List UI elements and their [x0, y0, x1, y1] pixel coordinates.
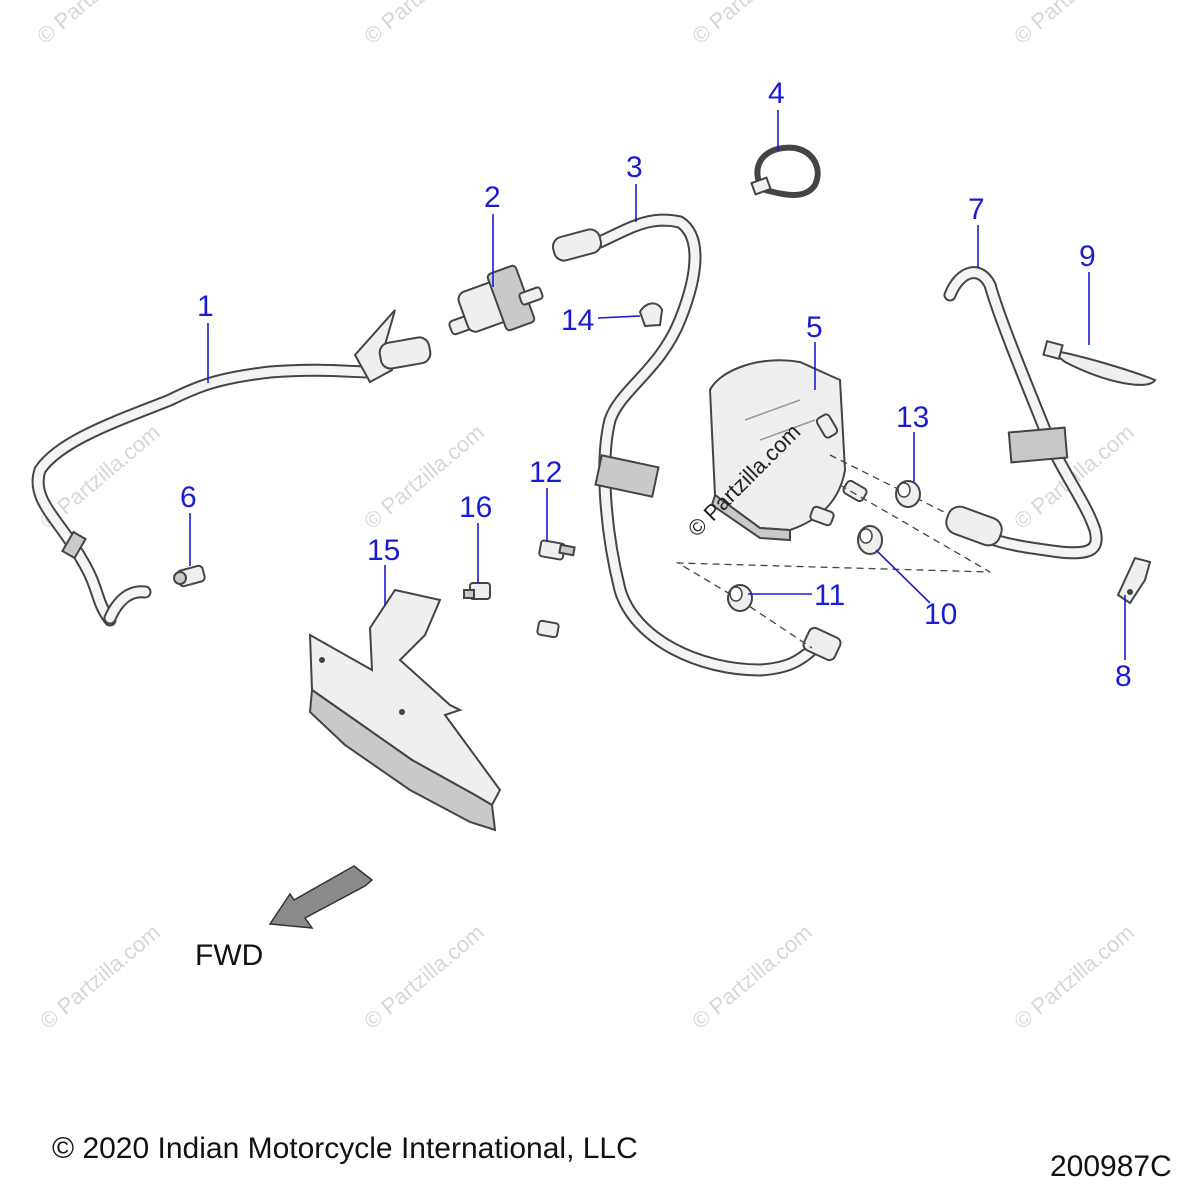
part-11-cap	[727, 584, 753, 612]
watermark: © Partzilla.com	[35, 919, 165, 1033]
callout-9: 9	[1079, 240, 1096, 273]
callout-15: 15	[367, 534, 400, 567]
callout-14: 14	[561, 304, 594, 337]
callout-16: 16	[459, 491, 492, 524]
copyright-notice: © 2020 Indian Motorcycle International, …	[52, 1132, 638, 1165]
callout-5: 5	[806, 311, 823, 344]
callout-11: 11	[814, 579, 845, 612]
part-16-bolt	[463, 582, 491, 600]
part-5-evap-canister: © Partzilla.com	[683, 359, 868, 542]
forward-arrow: FWD	[195, 865, 374, 972]
callout-7: 7	[968, 193, 985, 226]
watermark: © Partzilla.com	[1009, 919, 1139, 1033]
part-6-fitting	[173, 564, 206, 588]
callout-4: 4	[768, 77, 785, 110]
part-14-clip	[638, 302, 664, 328]
alignment-lines	[675, 454, 991, 649]
part-10-cap	[857, 525, 883, 555]
watermark: © Partzilla.com	[1009, 0, 1139, 49]
part-7-hose	[943, 266, 1103, 560]
watermark: © Partzilla.com	[687, 0, 817, 49]
watermark: © Partzilla.com	[359, 0, 489, 49]
part-4-clamp	[750, 144, 821, 198]
callouts: 1 2 3 4 5 6 7 8 9 10 11 12 13 14 15 16	[180, 77, 1132, 693]
part-15-heat-shield	[308, 588, 502, 832]
callout-6: 6	[180, 481, 197, 514]
part-1-vent-hose	[31, 309, 432, 627]
watermark: © Partzilla.com	[687, 919, 817, 1033]
callout-13: 13	[896, 401, 929, 434]
part-9-cable-tie	[1042, 339, 1157, 386]
callout-2: 2	[484, 181, 501, 214]
part-12-screw	[536, 539, 576, 639]
leader-lines	[189, 110, 1126, 660]
callout-10: 10	[924, 598, 957, 631]
callout-12: 12	[529, 456, 562, 489]
callout-8: 8	[1115, 660, 1132, 693]
callout-1: 1	[197, 290, 214, 323]
fwd-label: FWD	[195, 939, 263, 972]
watermark: © Partzilla.com	[32, 0, 162, 49]
drawing-number: 200987C	[1050, 1150, 1172, 1183]
part-13-cap	[895, 480, 921, 508]
part-8-bracket	[1116, 556, 1152, 605]
watermark: © Partzilla.com	[359, 919, 489, 1033]
part-2-purge-valve	[448, 264, 544, 336]
callout-3: 3	[626, 151, 643, 184]
part-3-hose	[551, 213, 842, 677]
